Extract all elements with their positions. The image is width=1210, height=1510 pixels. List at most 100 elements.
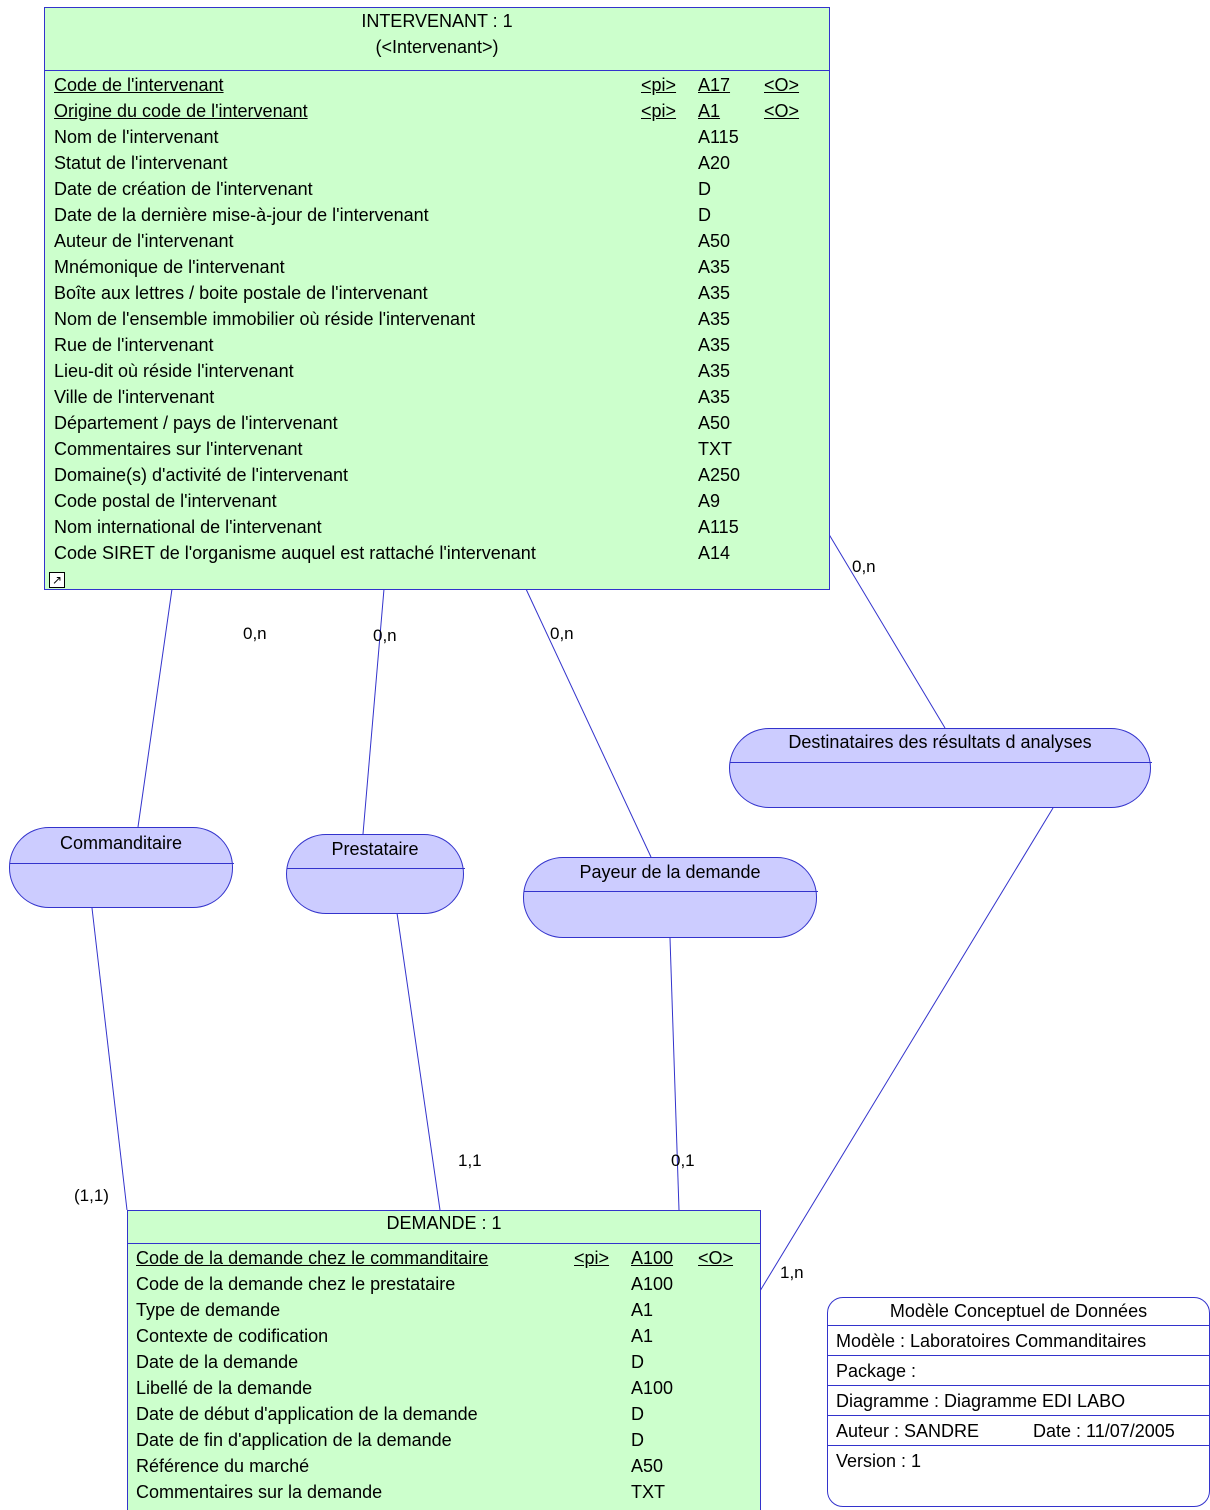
association-destinataires[interactable]: Destinataires des résultats d analyses	[729, 728, 1152, 808]
attribute-name: Code de la demande chez le commanditaire	[136, 1248, 489, 1268]
association-payeur-label: Payeur de la demande	[579, 862, 761, 882]
entity-demande-divider	[128, 1243, 760, 1244]
attribute-type: A9	[698, 491, 721, 511]
entity-intervenant-subtitle: (<Intervenant>)	[375, 37, 499, 57]
association-prestataire-label: Prestataire	[331, 839, 419, 859]
intervenant-attribute-row: Code de l'intervenant<pi>A17<O>	[45, 72, 829, 98]
demande-attribute-row: Code de la demande chez le prestataire A1…	[128, 1271, 760, 1297]
entity-intervenant[interactable]: INTERVENANT : 1 (<Intervenant>) Code de …	[44, 7, 830, 590]
attribute-mandatory-marker: <O>	[764, 75, 800, 95]
intervenant-attribute-row: Code SIRET de l'organisme auquel est rat…	[45, 540, 829, 566]
demande-attribute-row: Type de demande A1	[128, 1297, 760, 1323]
attribute-type: A1	[631, 1300, 654, 1320]
association-payeur[interactable]: Payeur de la demande	[523, 857, 818, 938]
attribute-name: Domaine(s) d'activité de l'intervenant	[54, 465, 349, 485]
attribute-type: A100	[631, 1248, 674, 1268]
attribute-type: A115	[698, 127, 739, 147]
demande-attribute-row: Référence du marché A50	[128, 1453, 760, 1479]
attribute-name: Rue de l'intervenant	[54, 335, 214, 355]
legend-package: Package :	[828, 1355, 1209, 1385]
entity-intervenant-title: INTERVENANT : 1	[361, 11, 513, 31]
entity-demande-title: DEMANDE : 1	[386, 1213, 502, 1233]
attribute-name: Date de début d'application de la demand…	[136, 1404, 478, 1424]
demande-attribute-row: Code de la demande chez le commanditaire…	[128, 1245, 760, 1271]
legend-author-row: Auteur : SANDRE Date : 11/07/2005	[828, 1415, 1209, 1445]
legend-diagram: Diagramme : Diagramme EDI LABO	[828, 1385, 1209, 1415]
attribute-key-marker: <pi>	[574, 1248, 610, 1268]
attribute-type: A17	[698, 75, 731, 95]
attribute-type: D	[631, 1404, 644, 1424]
attribute-name: Type de demande	[136, 1300, 281, 1320]
attribute-type: A50	[631, 1456, 664, 1476]
demande-attribute-row: Contexte de codification A1	[128, 1323, 760, 1349]
cardinality-destinataires-top: 0,n	[852, 557, 876, 576]
attribute-type: A1	[698, 101, 721, 121]
cardinality-payeur-top: 0,n	[550, 624, 574, 643]
intervenant-attribute-row: Mnémonique de l'intervenant A35	[45, 254, 829, 280]
entity-intervenant-divider	[45, 70, 829, 71]
attribute-name: Date de création de l'intervenant	[54, 179, 313, 199]
intervenant-attribute-row: Rue de l'intervenant A35	[45, 332, 829, 358]
entity-demande[interactable]: DEMANDE : 1 Code de la demande chez le c…	[127, 1210, 761, 1510]
attribute-mandatory-marker: <O>	[698, 1248, 734, 1268]
link-commanditaire-bottom	[91, 907, 128, 1211]
attribute-name: Nom international de l'intervenant	[54, 517, 322, 537]
link-destinataires-top	[826, 530, 946, 729]
attribute-type: A250	[698, 465, 741, 485]
attribute-name: Code de la demande chez le prestataire	[136, 1274, 456, 1294]
attribute-type: A35	[698, 309, 731, 329]
attribute-key-marker: <pi>	[641, 75, 677, 95]
association-prestataire[interactable]: Prestataire	[286, 834, 465, 914]
association-destinataires-label: Destinataires des résultats d analyses	[788, 732, 1092, 752]
intervenant-attribute-row: Code postal de l'intervenant A9	[45, 488, 829, 514]
shortcut-arrow-icon: ↗	[49, 572, 65, 588]
legend-title: Modèle Conceptuel de Données	[889, 1301, 1148, 1321]
association-commanditaire-divider	[10, 863, 234, 864]
attribute-name: Ville de l'intervenant	[54, 387, 215, 407]
attribute-key-marker: <pi>	[641, 101, 677, 121]
link-commanditaire-top	[137, 588, 173, 828]
attribute-type: A35	[698, 257, 731, 277]
attribute-name: Contexte de codification	[136, 1326, 329, 1346]
attribute-type: A50	[698, 231, 731, 251]
attribute-type: A100	[631, 1274, 674, 1294]
intervenant-attribute-row: Origine du code de l'intervenant <pi> A1 <O…	[45, 98, 829, 124]
intervenant-attribute-row: Boîte aux lettres / boite postale de l'i…	[45, 280, 829, 306]
attribute-type: A14	[698, 543, 731, 563]
attribute-name: Département / pays de l'intervenant	[54, 413, 338, 433]
attribute-type: A35	[698, 361, 731, 381]
attribute-name: Commentaires sur la demande	[136, 1482, 383, 1502]
attribute-name: Code postal de l'intervenant	[54, 491, 277, 511]
association-commanditaire[interactable]: Commanditaire	[9, 827, 234, 908]
intervenant-attribute-row: Nom de l'intervenant A115	[45, 124, 829, 150]
attribute-name: Mnémonique de l'intervenant	[54, 257, 285, 277]
association-payeur-divider	[524, 891, 818, 892]
attribute-name: Origine du code de l'intervenant	[54, 101, 308, 121]
link-payeur-top	[525, 588, 652, 858]
association-destinataires-divider	[730, 762, 1152, 763]
attribute-name: Nom de l'intervenant	[54, 127, 219, 147]
link-payeur-bottom	[669, 937, 680, 1211]
legend-model: Modèle : Laboratoires Commanditaires	[828, 1325, 1209, 1355]
attribute-type: A1	[631, 1326, 654, 1346]
link-prestataire-bottom	[396, 912, 441, 1211]
association-prestataire-divider	[287, 868, 465, 869]
attribute-type: A35	[698, 283, 731, 303]
attribute-name: Date de la dernière mise-à-jour de l'int…	[54, 205, 429, 225]
cardinality-commanditaire-bottom: (1,1)	[74, 1186, 109, 1205]
legend-version: Version : 1	[828, 1445, 1209, 1475]
attribute-name: Référence du marché	[136, 1456, 310, 1476]
cardinality-prestataire-bottom: 1,1	[458, 1151, 482, 1170]
attribute-name: Commentaires sur l'intervenant	[54, 439, 303, 459]
attribute-type: A35	[698, 335, 731, 355]
attribute-mandatory-marker: <O>	[764, 101, 800, 121]
legend-author: Auteur : SANDRE	[836, 1421, 980, 1441]
